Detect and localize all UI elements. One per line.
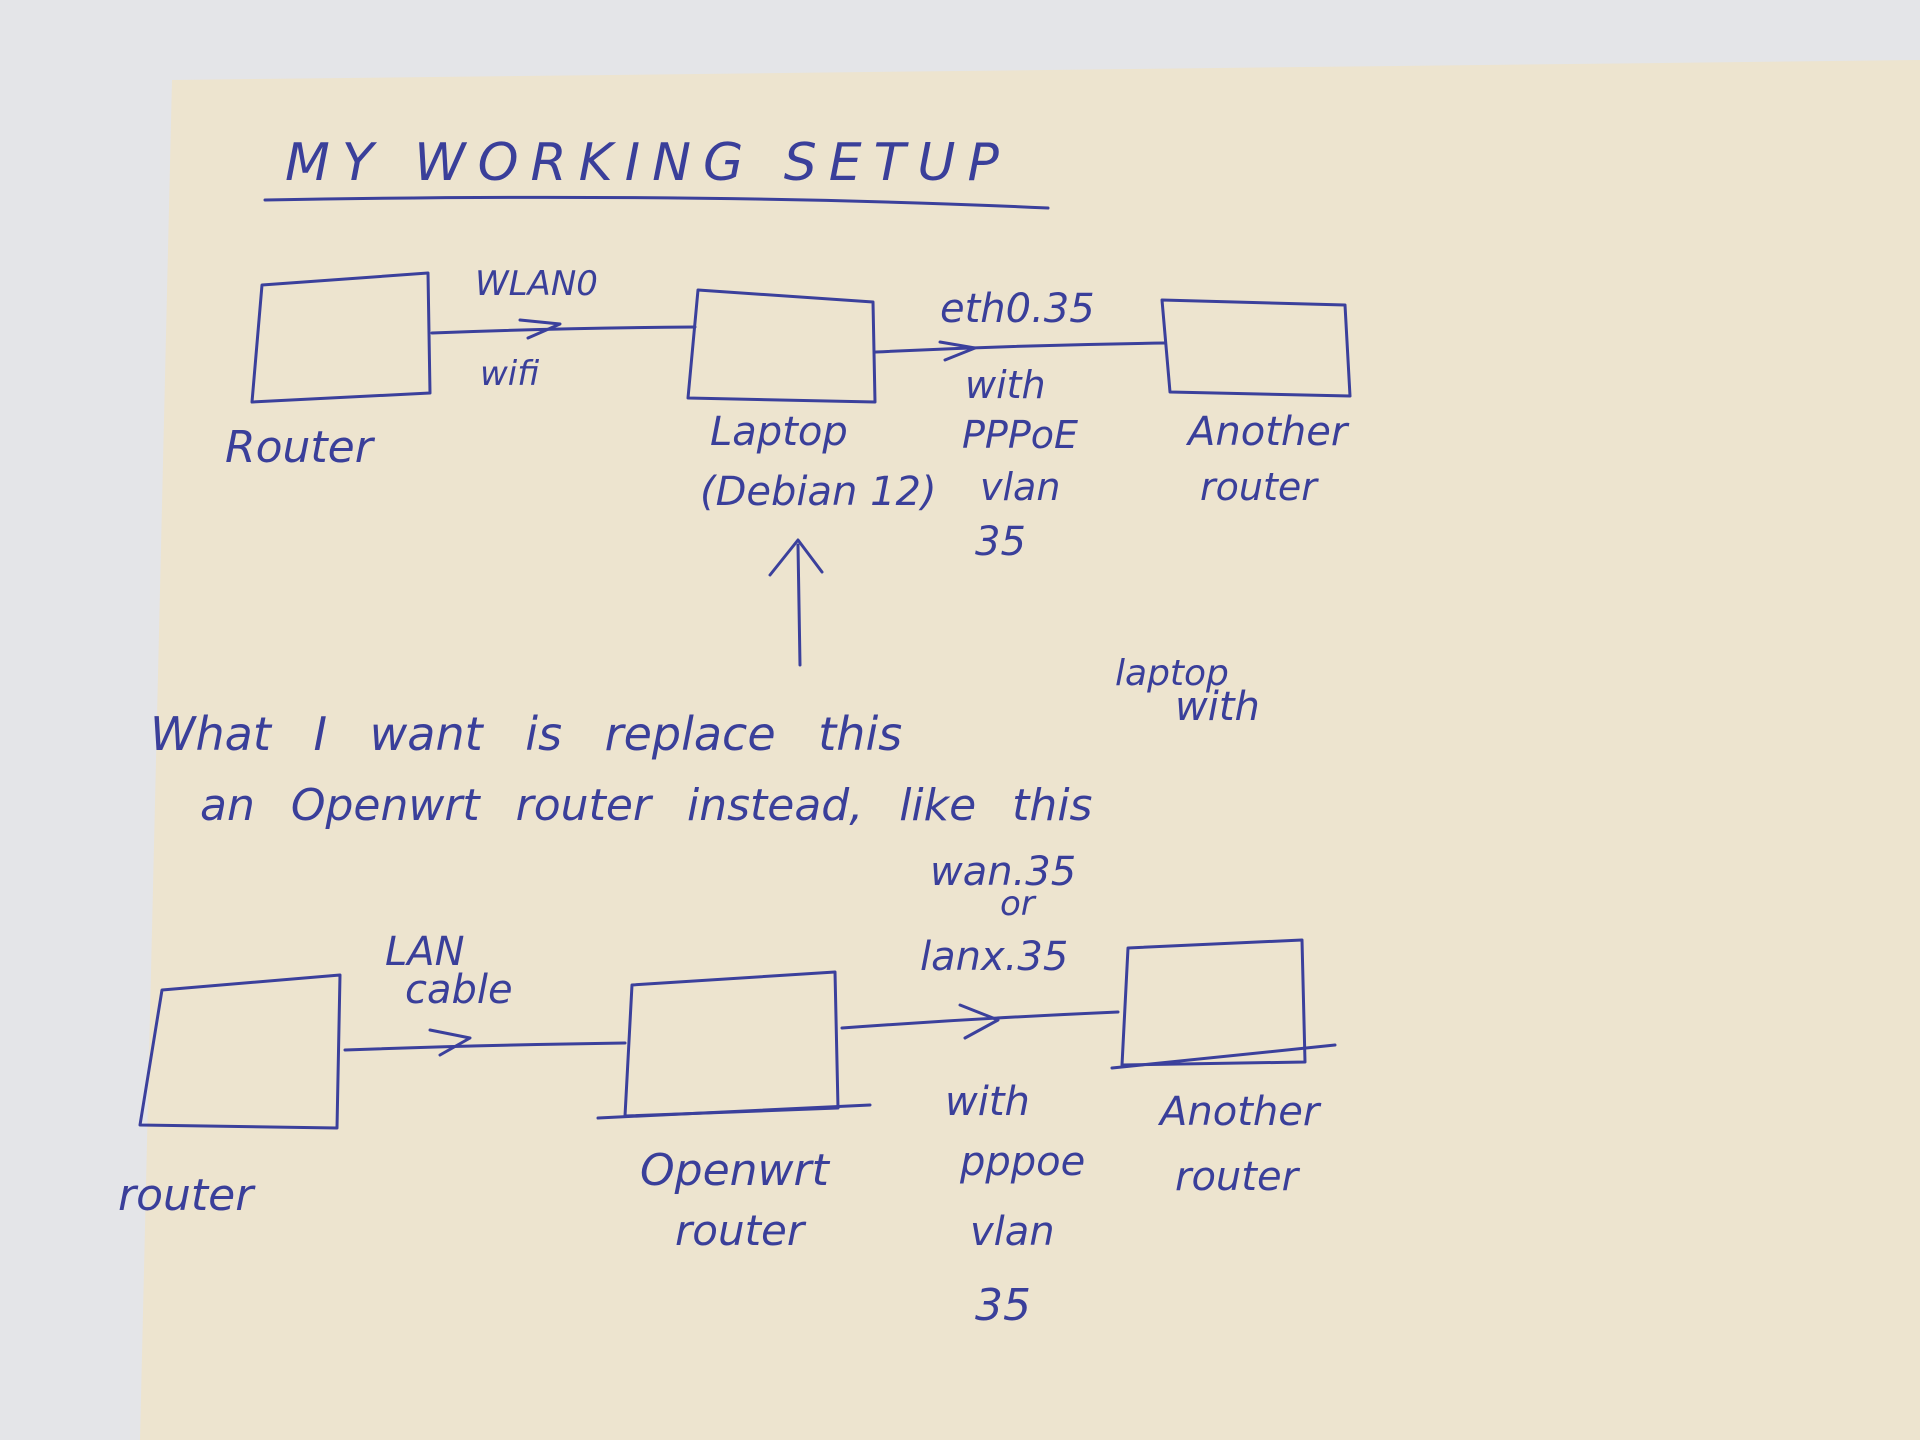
laptop-box xyxy=(686,288,877,404)
title-underline xyxy=(263,195,1050,210)
top-diagram: Router WLAN0 wifi Laptop (Debian 12) eth… xyxy=(225,264,1352,565)
wan-arrow-icon xyxy=(958,1003,1000,1040)
lan-arrow-icon xyxy=(428,1028,472,1057)
eth-arrow-icon xyxy=(938,340,977,362)
wlan-label: WLAN0 xyxy=(475,264,598,304)
wlan-arrow-icon xyxy=(518,318,562,340)
laptop-os-label: (Debian 12) xyxy=(700,469,937,515)
wan-note-with: with xyxy=(945,1079,1030,1125)
lan-link xyxy=(343,1041,627,1052)
wan-label: wan.35 xyxy=(930,849,1076,895)
note-line-2: an Openwrt router instead, like this xyxy=(200,780,1092,831)
router-label: Router xyxy=(225,422,376,473)
bottom-diagram: router LAN cable Openwrt router wan.35 o… xyxy=(118,849,1337,1331)
another-router-box xyxy=(1160,298,1352,398)
bottom-another-label-2: router xyxy=(1175,1154,1301,1200)
wan-note-vlan: vlan xyxy=(970,1209,1055,1255)
eth-note-vlan: vlan xyxy=(980,465,1060,509)
note-text: What I want is replace this laptop with … xyxy=(150,653,1260,831)
lan-label: LAN xyxy=(385,929,465,975)
wan-note-pppoe: pppoe xyxy=(959,1139,1085,1185)
wlan-link xyxy=(430,325,697,335)
eth-note-with: with xyxy=(965,363,1046,407)
bottom-another-router-box xyxy=(1120,938,1307,1067)
paper-sheet xyxy=(140,60,1920,1440)
note-with: with xyxy=(1175,684,1260,730)
router-box xyxy=(250,271,432,404)
note-laptop: laptop xyxy=(1115,653,1229,694)
wan-or-label: or xyxy=(1000,884,1037,924)
page-title: MY WORKING SETUP xyxy=(285,133,1011,193)
eth-note-pppoe: PPPoE xyxy=(962,413,1078,457)
bottom-router-box xyxy=(138,973,342,1130)
wifi-label: wifi xyxy=(480,354,539,394)
cable-label: cable xyxy=(405,967,513,1013)
openwrt-base-line xyxy=(596,1103,872,1120)
eth-link xyxy=(874,341,1167,354)
bottom-router-label: router xyxy=(118,1170,256,1221)
openwrt-label-1: Openwrt xyxy=(640,1145,831,1196)
wan-note-35: 35 xyxy=(975,1280,1031,1331)
note-line-1: What I want is replace this xyxy=(150,707,902,761)
bottom-another-base-line xyxy=(1110,1043,1337,1070)
eth-note-35: 35 xyxy=(975,519,1026,565)
openwrt-label-2: router xyxy=(675,1206,807,1255)
wan-link xyxy=(840,1010,1120,1030)
bottom-another-label-1: Another xyxy=(1157,1089,1322,1135)
lanx-label: lanx.35 xyxy=(920,934,1068,980)
up-arrow-icon xyxy=(768,538,824,667)
another-router-label-2: router xyxy=(1200,465,1319,509)
another-router-label-1: Another xyxy=(1185,409,1350,455)
eth-label: eth0.35 xyxy=(940,286,1095,332)
laptop-label: Laptop xyxy=(710,409,848,455)
